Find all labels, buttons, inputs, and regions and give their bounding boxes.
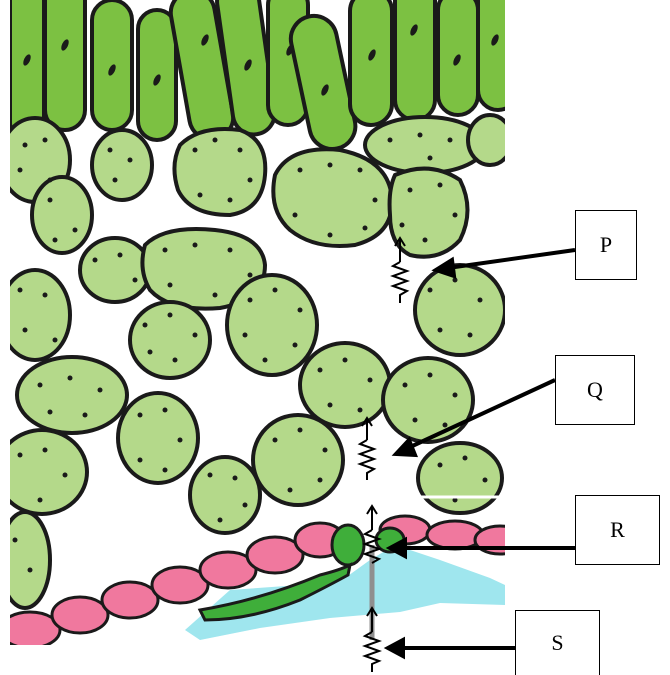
epidermal-cell [427,521,483,549]
label-s-text: S [551,630,563,656]
palisade-cell [45,0,85,130]
spongy-cell [118,393,198,483]
spongy-cell [227,275,317,375]
palisade-cell [395,0,435,120]
spongy-cell [0,430,87,514]
palisade-cell [350,0,392,125]
palisade-cell [92,0,132,130]
label-box-p: P [575,210,637,280]
palisade-cell [138,10,176,140]
epidermal-cell [52,597,108,633]
epidermal-cell [102,582,158,618]
spongy-cell [0,512,50,608]
spongy-cell [415,265,505,355]
spongy-cell [418,443,502,513]
spongy-cell [174,129,265,215]
palisade-cell [478,0,518,110]
label-r-text: R [610,517,625,543]
leaf-tissue [0,0,525,648]
spongy-cell [390,169,468,257]
label-box-s: S [515,610,600,675]
label-box-r: R [575,495,660,565]
spongy-cell [300,343,390,427]
spongy-cell [92,130,152,200]
spongy-cell [80,238,150,302]
label-p-text: P [600,232,612,258]
spongy-cell [383,358,473,442]
spongy-cell [190,457,260,533]
label-q-text: Q [587,377,603,403]
label-box-q: Q [555,355,635,425]
spongy-cell [0,270,70,360]
spongy-cell [32,177,92,253]
spongy-cell [17,357,127,433]
guard-cell [332,525,364,565]
spongy-cell [468,115,512,165]
